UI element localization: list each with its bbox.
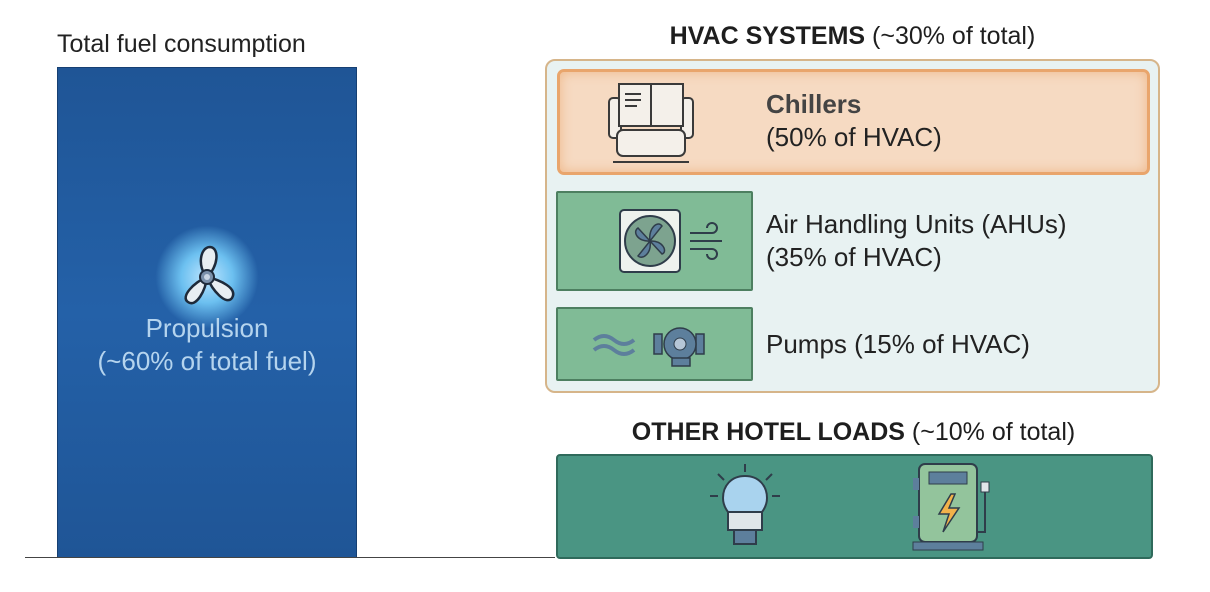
chiller-icon (608, 83, 694, 163)
lightbulb-icon (710, 464, 780, 545)
pump-icon (592, 327, 705, 367)
charging-station-icon (912, 463, 990, 551)
ahu-label: Air Handling Units (AHUs) (35% of HVAC) (766, 208, 1067, 274)
chillers-share: (50% of HVAC) (766, 122, 942, 152)
other-title-share: (~10% of total) (904, 418, 1076, 446)
total-fuel-title: Total fuel consumption (57, 30, 306, 58)
chillers-label: Chillers (50% of HVAC) (766, 88, 942, 154)
baseline (25, 557, 555, 558)
other-title-bold: OTHER HOTEL LOADS (631, 418, 905, 446)
propulsion-name: Propulsion (145, 313, 269, 343)
propeller-icon (184, 245, 235, 305)
hvac-title-bold: HVAC SYSTEMS (669, 22, 866, 50)
propulsion-share: (~60% of total fuel) (97, 346, 317, 376)
ahu-share: (35% of HVAC) (766, 242, 942, 272)
other-loads-panel (556, 454, 1153, 559)
other-loads-title: OTHER HOTEL LOADS (~10% of total) (555, 418, 1152, 447)
propulsion-label: Propulsion (~60% of total fuel) (57, 312, 357, 378)
pumps-label: Pumps (15% of HVAC) (766, 329, 1030, 359)
fan-icon (619, 209, 722, 273)
hvac-title: HVAC SYSTEMS (~30% of total) (545, 22, 1160, 51)
hvac-title-share: (~30% of total) (865, 22, 1036, 50)
chillers-name: Chillers (766, 89, 862, 119)
ahu-name: Air Handling Units (AHUs) (766, 209, 1067, 239)
